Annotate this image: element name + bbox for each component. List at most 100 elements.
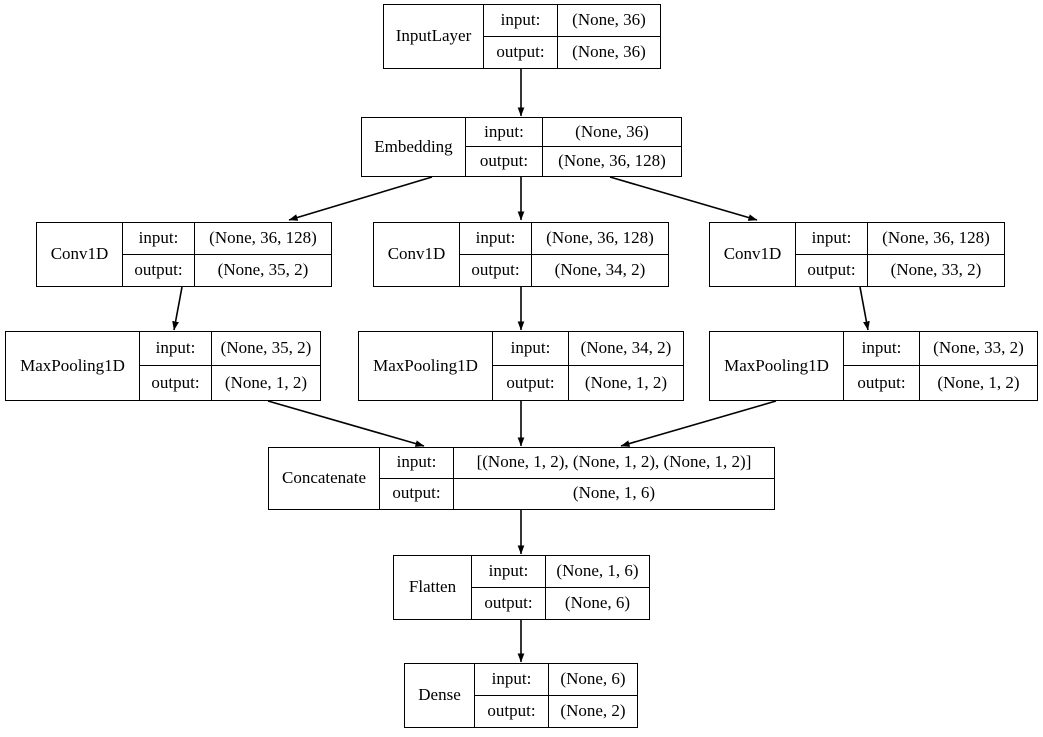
node-title: Embedding bbox=[362, 118, 466, 176]
output-shape: (None, 2) bbox=[560, 700, 626, 720]
node-input-row: input: (None, 34, 2) bbox=[493, 332, 683, 366]
input-shape: (None, 36, 128) bbox=[882, 227, 990, 247]
edge-conv1d_left-maxpool_left bbox=[172, 286, 183, 331]
input-label: input: bbox=[140, 332, 212, 365]
node-input-row: input: (None, 33, 2) bbox=[844, 332, 1037, 366]
edge-conv1d_right-maxpool_right bbox=[859, 286, 870, 331]
node-dense[interactable]: Dense input: (None, 6) output: (None, 2) bbox=[404, 663, 638, 728]
node-output-row: output: (None, 36) bbox=[484, 36, 660, 68]
output-label: output: bbox=[466, 147, 543, 176]
node-output-row: output: (None, 1, 2) bbox=[140, 366, 320, 400]
output-shape: (None, 1, 2) bbox=[224, 372, 308, 392]
input-label: input: bbox=[466, 118, 543, 146]
input-shape: (None, 36) bbox=[575, 121, 649, 141]
node-flatten[interactable]: Flatten input: (None, 1, 6) output: (Non… bbox=[393, 555, 650, 620]
node-input-row: input: (None, 1, 6) bbox=[472, 556, 649, 588]
node-title: InputLayer bbox=[384, 5, 484, 68]
node-output-row: output: (None, 33, 2) bbox=[796, 254, 1004, 286]
node-title: Concatenate bbox=[269, 448, 380, 509]
output-shape: (None, 1, 2) bbox=[584, 372, 668, 392]
input-shape: (None, 36, 128) bbox=[209, 227, 317, 247]
input-shape: (None, 34, 2) bbox=[580, 338, 672, 358]
output-label: output: bbox=[844, 366, 920, 400]
node-shape-table: input: (None, 36) output: (None, 36, 128… bbox=[466, 118, 681, 176]
node-shape-table: input: (None, 35, 2) output: (None, 1, 2… bbox=[140, 332, 320, 400]
node-title: Flatten bbox=[394, 556, 472, 619]
input-shape: (None, 33, 2) bbox=[933, 338, 1024, 358]
node-maxpooling1d-center[interactable]: MaxPooling1D input: (None, 34, 2) output… bbox=[358, 331, 684, 401]
output-shape: (None, 1, 6) bbox=[572, 483, 656, 503]
node-title: MaxPooling1D bbox=[710, 332, 844, 400]
output-shape: (None, 6) bbox=[564, 592, 631, 612]
node-conv1d-left[interactable]: Conv1D input: (None, 36, 128) output: (N… bbox=[36, 222, 332, 287]
output-label: output: bbox=[140, 366, 212, 400]
output-label: output: bbox=[796, 254, 868, 286]
node-input-row: input: (None, 36, 128) bbox=[460, 223, 668, 255]
input-shape: (None, 1, 6) bbox=[556, 560, 639, 580]
input-shape: (None, 6) bbox=[560, 668, 626, 688]
node-output-row: output: (None, 1, 2) bbox=[844, 366, 1037, 400]
node-input-row: input: (None, 6) bbox=[475, 664, 637, 696]
node-output-row: output: (None, 34, 2) bbox=[460, 254, 668, 286]
node-input-row: input: (None, 36, 128) bbox=[123, 223, 331, 255]
edge-embedding-conv1d_right bbox=[609, 176, 758, 221]
output-label: output: bbox=[123, 254, 195, 286]
edge-embedding-conv1d_left bbox=[288, 176, 433, 221]
node-maxpooling1d-left[interactable]: MaxPooling1D input: (None, 35, 2) output… bbox=[5, 331, 321, 401]
output-shape: (None, 35, 2) bbox=[217, 259, 309, 279]
input-shape: (None, 36, 128) bbox=[546, 227, 654, 247]
node-title: MaxPooling1D bbox=[6, 332, 140, 400]
node-conv1d-right[interactable]: Conv1D input: (None, 36, 128) output: (N… bbox=[709, 222, 1005, 287]
output-label: output: bbox=[484, 36, 558, 68]
node-shape-table: input: (None, 6) output: (None, 2) bbox=[475, 664, 637, 727]
node-input-row: input: (None, 35, 2) bbox=[140, 332, 320, 366]
output-label: output: bbox=[475, 695, 549, 727]
node-shape-table: input: (None, 36, 128) output: (None, 33… bbox=[796, 223, 1004, 286]
output-shape: (None, 36) bbox=[572, 41, 646, 61]
node-shape-table: input: (None, 36, 128) output: (None, 34… bbox=[460, 223, 668, 286]
output-shape: (None, 1, 2) bbox=[937, 372, 1020, 392]
node-maxpooling1d-right[interactable]: MaxPooling1D input: (None, 33, 2) output… bbox=[709, 331, 1038, 401]
edge-maxpool_right-concatenate bbox=[620, 400, 777, 447]
node-title: Conv1D bbox=[374, 223, 460, 286]
node-input-row: input: (None, 36) bbox=[466, 118, 681, 147]
output-shape: (None, 36, 128) bbox=[558, 151, 666, 171]
node-shape-table: input: [(None, 1, 2), (None, 1, 2), (Non… bbox=[380, 448, 774, 509]
node-title: Conv1D bbox=[710, 223, 796, 286]
node-embedding[interactable]: Embedding input: (None, 36) output: (Non… bbox=[361, 117, 682, 177]
input-label: input: bbox=[484, 5, 558, 36]
output-shape: (None, 33, 2) bbox=[890, 259, 982, 279]
input-shape: [(None, 1, 2), (None, 1, 2), (None, 1, 2… bbox=[476, 452, 752, 472]
input-label: input: bbox=[123, 223, 195, 254]
output-label: output: bbox=[460, 254, 532, 286]
input-label: input: bbox=[796, 223, 868, 254]
node-shape-table: input: (None, 33, 2) output: (None, 1, 2… bbox=[844, 332, 1037, 400]
node-output-row: output: (None, 6) bbox=[472, 587, 649, 619]
node-shape-table: input: (None, 36, 128) output: (None, 35… bbox=[123, 223, 331, 286]
input-shape: (None, 36) bbox=[572, 9, 646, 29]
edge-maxpool_left-concatenate bbox=[267, 400, 425, 447]
node-shape-table: input: (None, 36) output: (None, 36) bbox=[484, 5, 660, 68]
node-concatenate[interactable]: Concatenate input: [(None, 1, 2), (None,… bbox=[268, 447, 775, 510]
input-label: input: bbox=[493, 332, 569, 365]
input-label: input: bbox=[472, 556, 546, 587]
input-shape: (None, 35, 2) bbox=[220, 338, 312, 358]
node-title: Dense bbox=[405, 664, 475, 727]
node-input-layer[interactable]: InputLayer input: (None, 36) output: (No… bbox=[383, 4, 661, 69]
input-label: input: bbox=[844, 332, 920, 365]
node-input-row: input: (None, 36, 128) bbox=[796, 223, 1004, 255]
node-title: Conv1D bbox=[37, 223, 123, 286]
input-label: input: bbox=[475, 664, 549, 695]
node-title: MaxPooling1D bbox=[359, 332, 493, 400]
node-output-row: output: (None, 1, 2) bbox=[493, 366, 683, 400]
node-input-row: input: (None, 36) bbox=[484, 5, 660, 37]
output-label: output: bbox=[472, 587, 546, 619]
output-label: output: bbox=[493, 366, 569, 400]
node-output-row: output: (None, 2) bbox=[475, 695, 637, 727]
node-input-row: input: [(None, 1, 2), (None, 1, 2), (Non… bbox=[380, 448, 774, 479]
output-shape: (None, 34, 2) bbox=[554, 259, 646, 279]
node-conv1d-center[interactable]: Conv1D input: (None, 36, 128) output: (N… bbox=[373, 222, 669, 287]
node-output-row: output: (None, 1, 6) bbox=[380, 478, 774, 509]
input-label: input: bbox=[380, 448, 454, 478]
